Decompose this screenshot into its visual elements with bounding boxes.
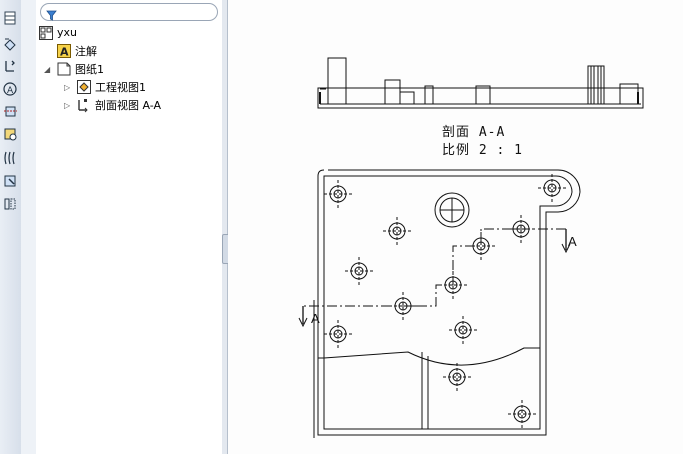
- svg-text:A: A: [60, 45, 69, 58]
- command-toolbar: A: [0, 0, 22, 454]
- tree-root[interactable]: yxu: [38, 24, 77, 41]
- filter-icon[interactable]: [46, 6, 57, 21]
- cutting-plane-line: [298, 228, 571, 328]
- sheet-icon: [56, 61, 72, 77]
- cut-label-left: A: [311, 311, 320, 326]
- alternate-position-icon[interactable]: [2, 196, 18, 212]
- projected-view-icon[interactable]: [2, 58, 18, 74]
- detail-view-icon[interactable]: [2, 126, 18, 142]
- drawing-view-icon: [76, 79, 92, 95]
- tree-filter-input[interactable]: [40, 3, 218, 21]
- auxiliary-view-icon[interactable]: A: [2, 81, 18, 97]
- svg-text:A: A: [7, 86, 14, 96]
- toolbar-gutter: [21, 0, 37, 454]
- model-view-icon[interactable]: [2, 36, 18, 52]
- section-view-tree-icon: [76, 97, 92, 113]
- section-view-icon[interactable]: [2, 103, 18, 119]
- cut-label-right: A: [568, 234, 577, 249]
- tree-item-section-view[interactable]: 剖面视图 A-A: [76, 96, 161, 113]
- panel-splitter[interactable]: [222, 0, 228, 454]
- annotation-icon: A: [56, 43, 72, 59]
- hole-pattern: [324, 174, 566, 428]
- tree-item-sheet-label: 图纸1: [75, 62, 104, 76]
- broken-view-icon[interactable]: [2, 150, 18, 166]
- expand-view1-toggle[interactable]: ▷: [64, 83, 71, 92]
- drawing-document-icon: [38, 25, 54, 41]
- feature-tree-panel: yxu A 注解 ◢ 图纸1 ▷ 工程视图1 ▷ 剖面视图 A-A: [36, 0, 223, 454]
- section-view-geometry: [317, 57, 644, 109]
- grid-icon[interactable]: [2, 10, 18, 26]
- plate-view-geometry: [313, 169, 581, 438]
- tree-item-annotations[interactable]: A 注解: [56, 42, 97, 59]
- drawing-canvas: [298, 57, 644, 438]
- section-title: 剖面 A-A: [442, 125, 506, 140]
- crop-view-icon[interactable]: [2, 173, 18, 189]
- tree-item-section-view-label: 剖面视图 A-A: [95, 98, 162, 112]
- tree-item-drawing-view1-label: 工程视图1: [95, 80, 146, 94]
- drawing-sheet[interactable]: 剖面 A-A 比例 2 : 1 A A: [228, 0, 683, 454]
- scale-label: 比例 2 : 1: [442, 143, 523, 158]
- tree-item-drawing-view1[interactable]: 工程视图1: [76, 78, 146, 95]
- tree-item-sheet[interactable]: 图纸1: [56, 60, 104, 77]
- tree-root-label: yxu: [57, 26, 77, 39]
- tree-item-annotations-label: 注解: [75, 44, 97, 58]
- expand-sheet-toggle[interactable]: ◢: [44, 65, 51, 74]
- expand-section-view-toggle[interactable]: ▷: [64, 101, 71, 110]
